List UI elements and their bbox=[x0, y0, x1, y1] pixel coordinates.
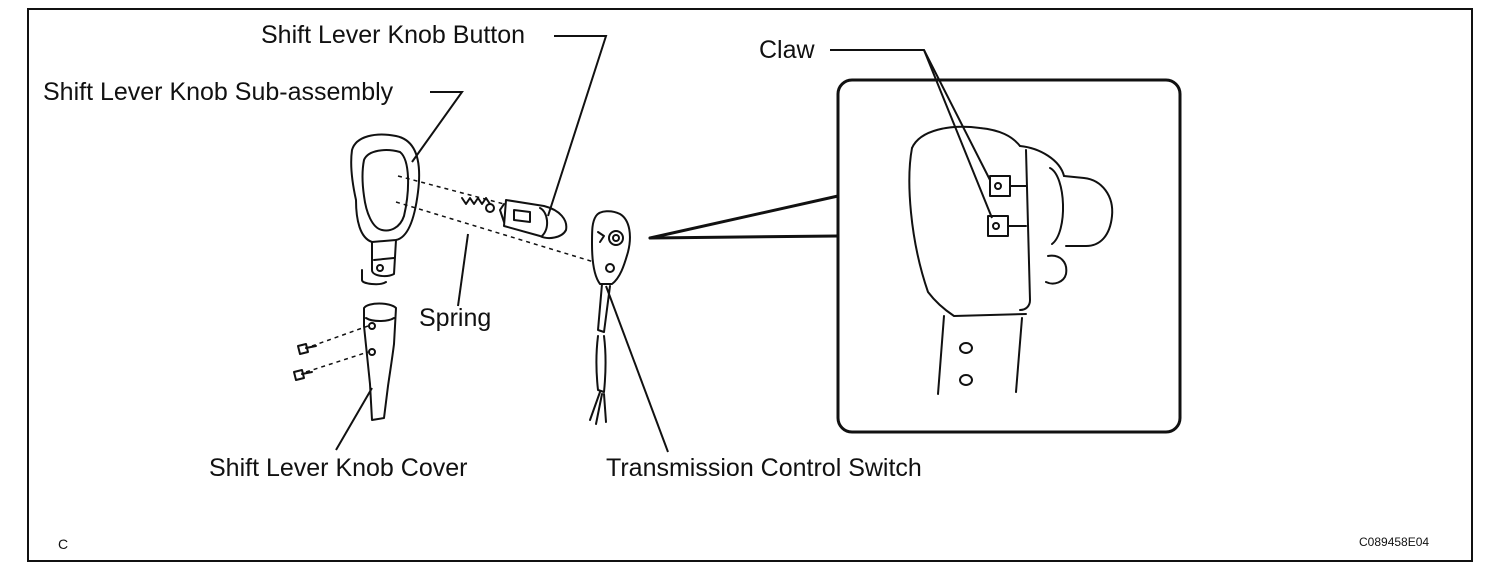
knob-subassembly-part bbox=[350, 133, 421, 286]
spring-part bbox=[461, 197, 495, 213]
knob-cover-part bbox=[293, 302, 397, 421]
transmission-switch-part bbox=[589, 210, 631, 425]
label-knob-button: Shift Lever Knob Button bbox=[261, 21, 526, 49]
leader-lines bbox=[335, 35, 993, 453]
assembly-guide-lines bbox=[305, 175, 595, 373]
label-transmission-switch: Transmission Control Switch bbox=[606, 454, 922, 482]
label-claw: Claw bbox=[759, 36, 815, 64]
label-spring: Spring bbox=[419, 304, 492, 332]
diagram-frame bbox=[27, 8, 1473, 562]
label-knob-subassembly: Shift Lever Knob Sub-assembly bbox=[43, 78, 394, 106]
knob-button-part bbox=[499, 199, 568, 239]
claw-detail-box bbox=[648, 78, 1182, 434]
figure-code: C089458E04 bbox=[1359, 535, 1430, 549]
corner-letter: C bbox=[58, 536, 69, 552]
label-knob-cover: Shift Lever Knob Cover bbox=[209, 454, 468, 482]
